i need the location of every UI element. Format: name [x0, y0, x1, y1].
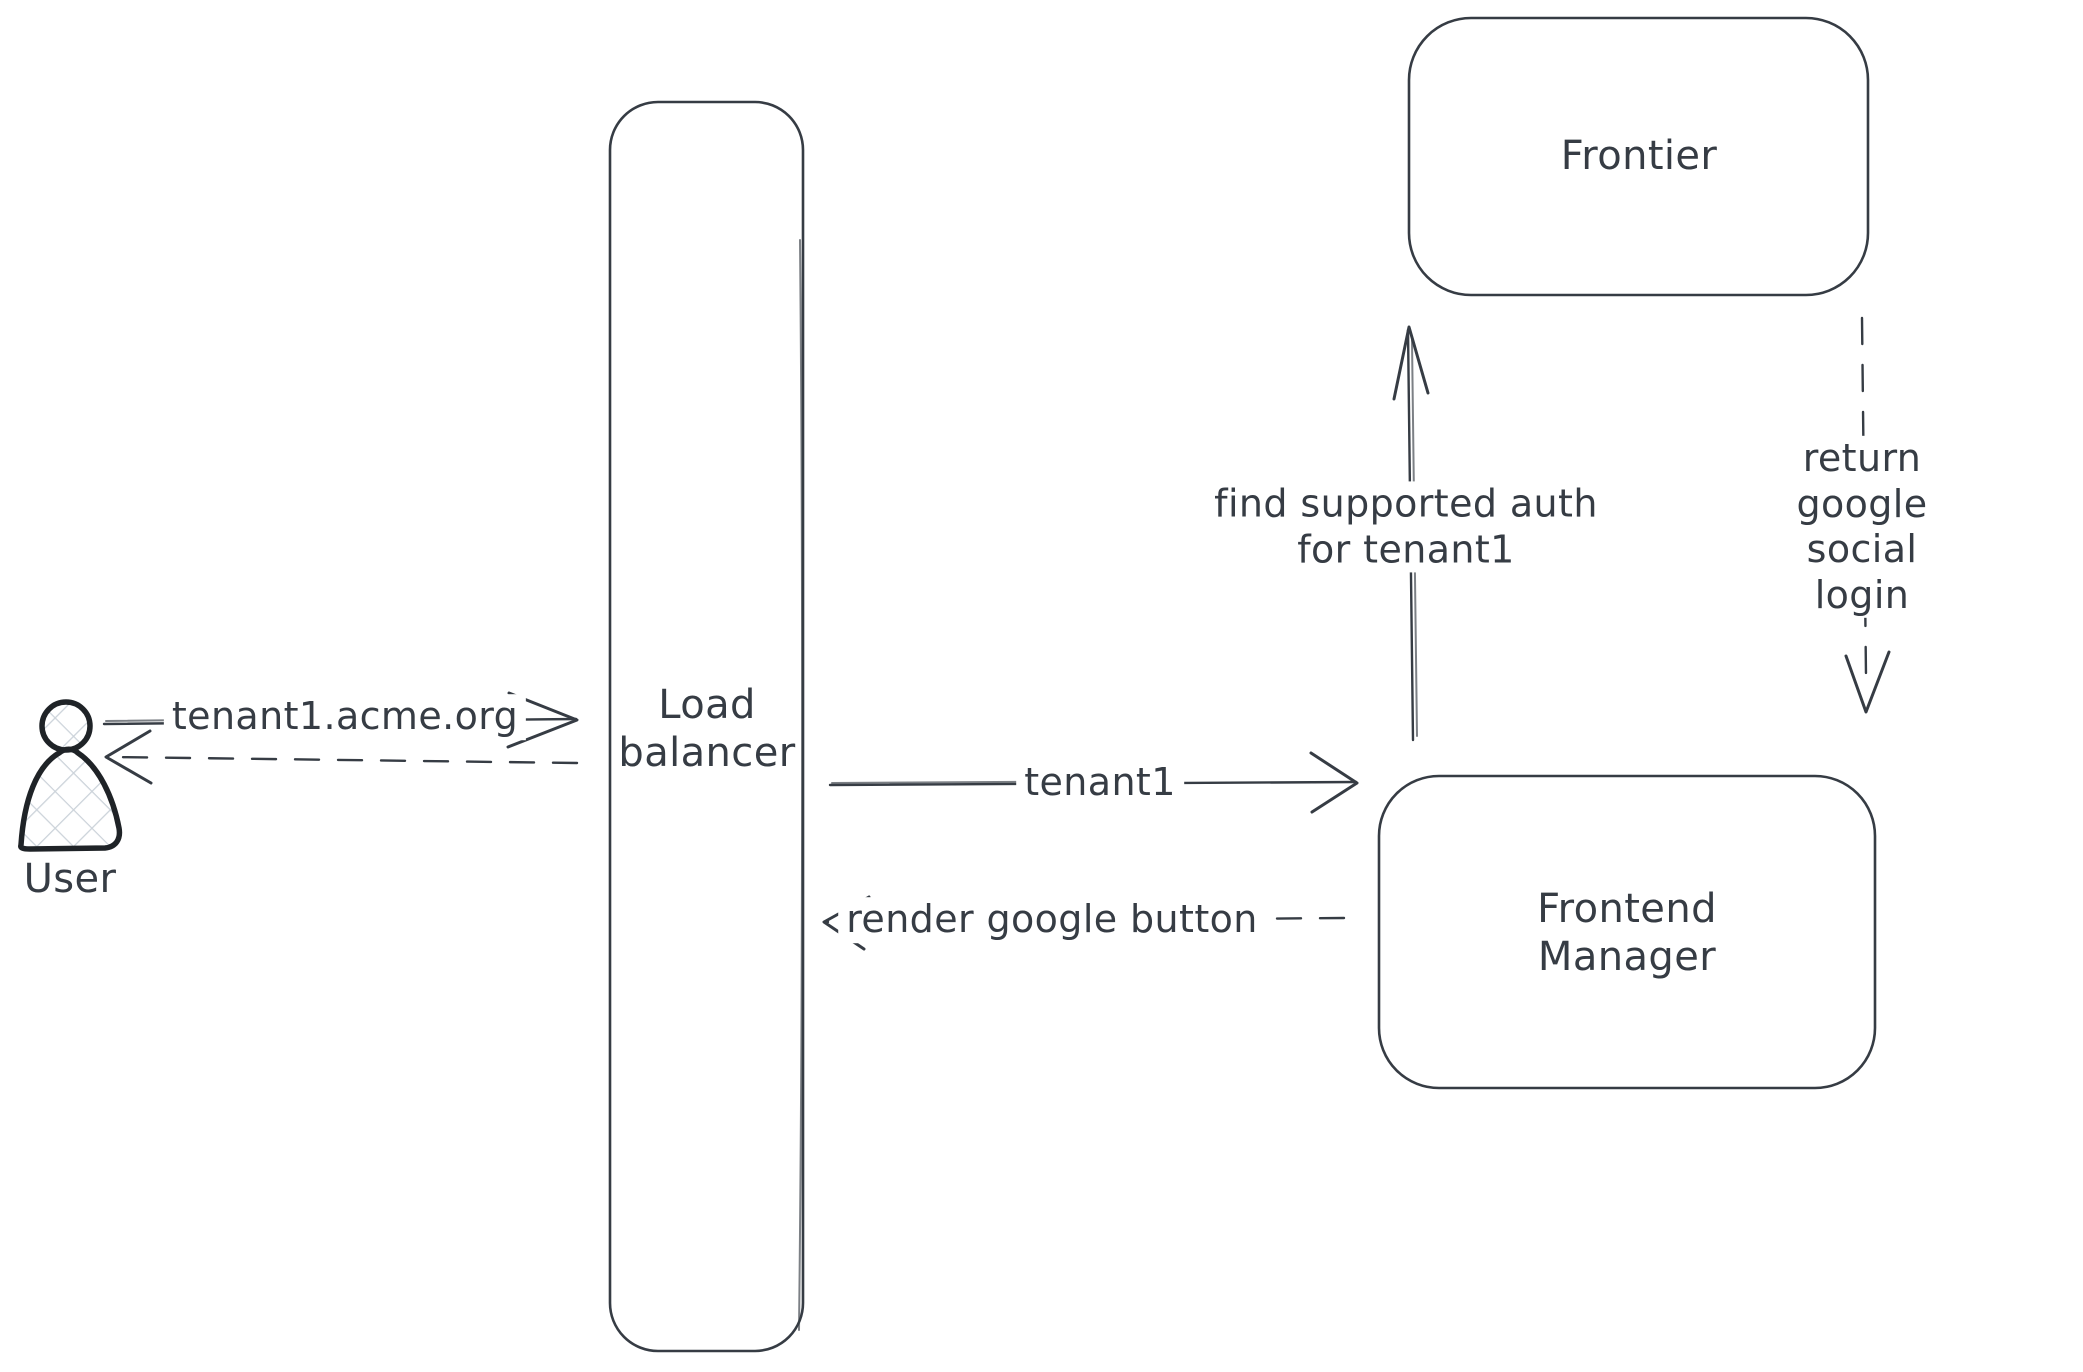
load-balancer-label: Load balancer: [618, 682, 796, 776]
frontend-manager-label: Frontend Manager: [1537, 886, 1717, 980]
edge-label-tenant1: tenant1: [1016, 760, 1184, 806]
edge-label-render-google-button: render google button: [838, 897, 1266, 943]
arrow-load-balancer-to-user: [104, 729, 579, 785]
user-label: User: [23, 856, 117, 902]
frontend-manager-box: [1377, 774, 1877, 1090]
user-icon: [18, 699, 123, 852]
load-balancer-box-sketch-stroke: [798, 239, 804, 1331]
edge-label-find-supported-auth: find supported auth for tenant1: [1206, 481, 1606, 573]
user-body-icon: [18, 746, 123, 852]
frontier-box: [1407, 16, 1870, 297]
edge-label-tenant1-acme-org: tenant1.acme.org: [163, 694, 527, 740]
frontier-label: Frontier: [1560, 133, 1718, 179]
edge-label-return-google-social-login: return google social login: [1751, 435, 1973, 619]
user-head-icon: [39, 699, 93, 753]
